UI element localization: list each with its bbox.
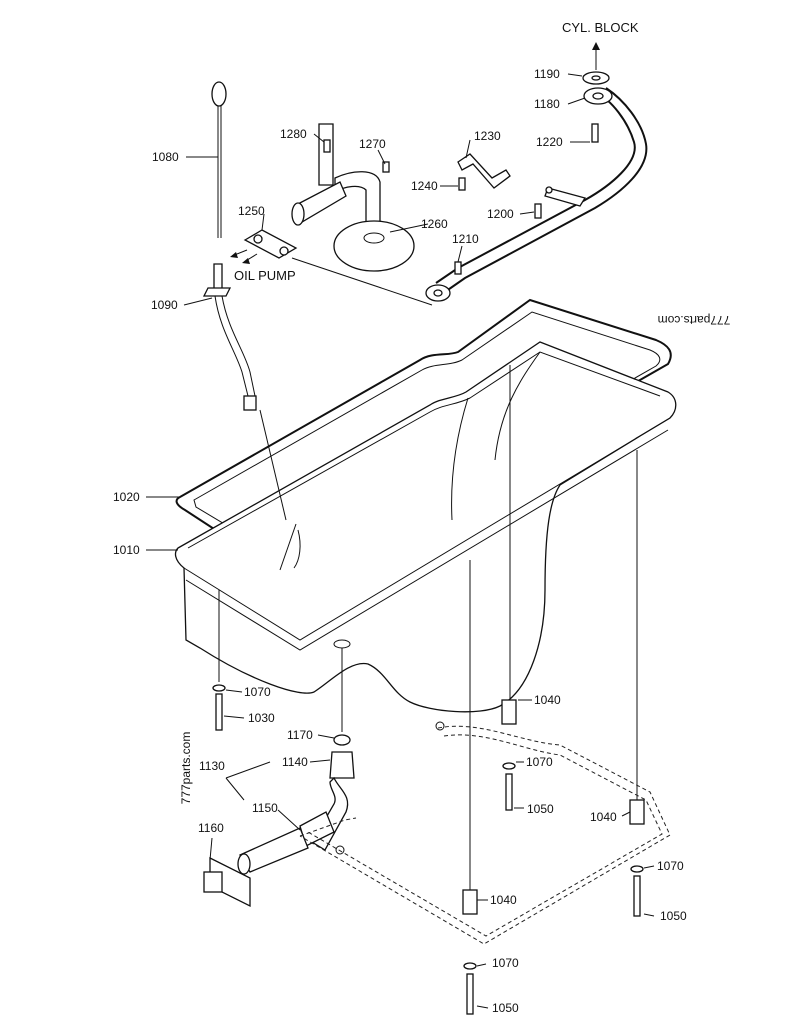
part-number-1070: 1070 bbox=[492, 956, 519, 970]
part-number-1050: 1050 bbox=[660, 909, 687, 923]
part-number-1240: 1240 bbox=[411, 179, 438, 193]
oil-pickup-pipe bbox=[425, 42, 648, 302]
part-number-1220: 1220 bbox=[536, 135, 563, 149]
part-number-1050: 1050 bbox=[492, 1001, 519, 1015]
part-number-1260: 1260 bbox=[421, 217, 448, 231]
skid-plate-outline bbox=[299, 721, 671, 945]
part-number-1150: 1150 bbox=[252, 801, 278, 815]
part-number-1030: 1030 bbox=[248, 711, 275, 725]
watermark-left: 777parts.com bbox=[179, 732, 193, 805]
part-number-1010: 1010 bbox=[113, 543, 140, 557]
part-number-1140: 1140 bbox=[282, 755, 308, 769]
watermark-top-right: 777parts.com bbox=[658, 313, 731, 327]
cyl-block-label: CYL. BLOCK bbox=[562, 20, 639, 35]
oil-pan bbox=[174, 341, 677, 713]
assembly-lines bbox=[218, 365, 638, 890]
part-number-1090: 1090 bbox=[151, 298, 178, 312]
part-number-1070: 1070 bbox=[657, 859, 684, 873]
part-number-1040: 1040 bbox=[534, 693, 561, 707]
part-number-1250: 1250 bbox=[238, 204, 265, 218]
part-number-1070: 1070 bbox=[526, 755, 553, 769]
part-number-1180: 1180 bbox=[534, 97, 560, 111]
oil-strainer bbox=[230, 123, 433, 306]
part-number-1210: 1210 bbox=[452, 232, 479, 246]
support-bracket bbox=[457, 153, 511, 191]
part-number-1050: 1050 bbox=[527, 802, 554, 816]
part-number-1190: 1190 bbox=[534, 67, 560, 81]
part-number-1020: 1020 bbox=[113, 490, 140, 504]
leader-lines bbox=[146, 73, 655, 1009]
part-number-1070: 1070 bbox=[244, 685, 271, 699]
dipstick bbox=[202, 81, 257, 411]
part-number-1270: 1270 bbox=[359, 137, 386, 151]
oil-pump-label: OIL PUMP bbox=[234, 268, 296, 283]
part-number-1160: 1160 bbox=[198, 821, 224, 835]
part-number-1200: 1200 bbox=[487, 207, 514, 221]
part-number-1040: 1040 bbox=[490, 893, 517, 907]
part-number-1230: 1230 bbox=[474, 129, 501, 143]
part-number-1080: 1080 bbox=[152, 150, 179, 164]
fasteners bbox=[212, 684, 645, 1015]
oil-hose-assembly bbox=[203, 734, 355, 908]
part-number-1040: 1040 bbox=[590, 810, 617, 824]
part-number-1130: 1130 bbox=[199, 759, 225, 773]
part-number-1280: 1280 bbox=[280, 127, 307, 141]
part-number-1170: 1170 bbox=[287, 728, 313, 742]
